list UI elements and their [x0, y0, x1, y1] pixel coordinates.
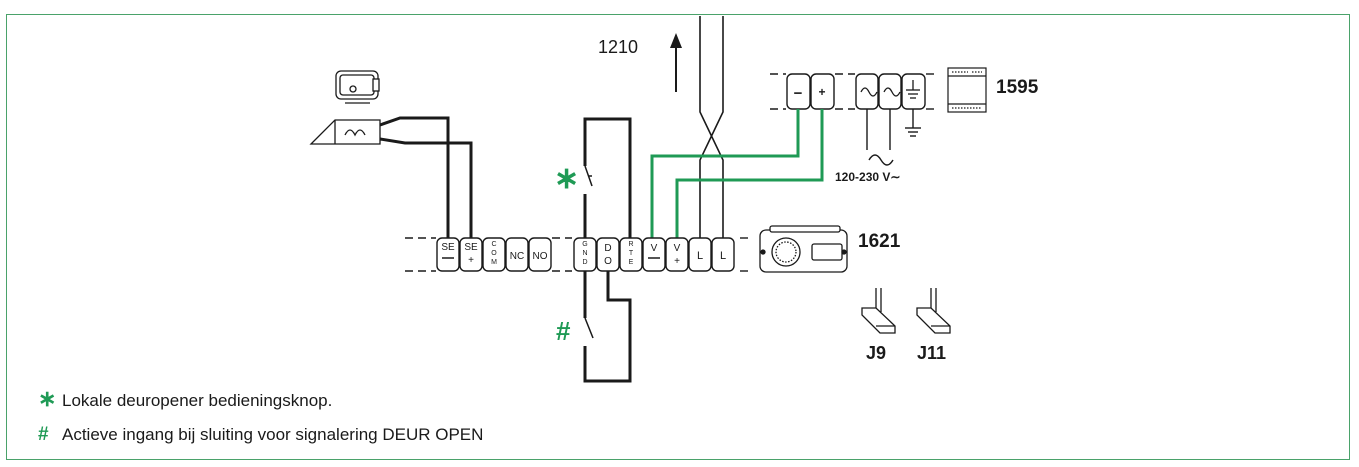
- jumper-1-label: J9: [866, 343, 886, 363]
- jumper-icon: [861, 288, 896, 334]
- terminal-rte: R: [628, 241, 633, 248]
- door-lock-icon: [335, 70, 380, 104]
- hash-icon: #: [38, 424, 49, 445]
- power-dashes: [770, 73, 938, 110]
- jumper-2-label: J11: [917, 343, 946, 363]
- terminal-v-minus: V: [651, 243, 658, 254]
- voltage-label: 120-230 V∼: [835, 170, 900, 184]
- terminal-do: D: [604, 243, 611, 254]
- earth-terminal-icon: [906, 80, 920, 99]
- terminal-v-plus: V: [674, 243, 681, 254]
- terminal-no: NO: [533, 251, 548, 262]
- bus-cable: [699, 16, 724, 238]
- asterisk-marker: ∗: [554, 162, 579, 195]
- lock-coil-icon: [309, 119, 381, 145]
- svg-text:T: T: [629, 250, 634, 257]
- lock-wires: [379, 116, 473, 238]
- power-supply-icon: [947, 67, 987, 113]
- terminal-l2: L: [720, 250, 726, 262]
- power-plus-label: +: [818, 85, 825, 99]
- door-station-icon: [759, 225, 848, 273]
- svg-text:D: D: [582, 259, 587, 266]
- svg-text:+: +: [674, 256, 680, 267]
- svg-text:O: O: [491, 250, 497, 257]
- hash-marker: #: [556, 316, 571, 346]
- svg-text:O: O: [604, 256, 612, 267]
- green-power-wires: [650, 109, 824, 238]
- legend-text-button: Lokale deuropener bedieningsknop.: [62, 391, 333, 410]
- asterisk-icon: ∗: [38, 386, 57, 411]
- rte-switch-icon: [580, 165, 593, 194]
- module-label: 1621: [858, 231, 901, 252]
- power-supply-label: 1595: [996, 77, 1039, 98]
- bus-out-label: 1210: [598, 37, 638, 57]
- mains-lines: [866, 109, 921, 166]
- legend-item-button: ∗ Lokale deuropener bedieningsknop.: [38, 386, 333, 411]
- svg-text:E: E: [629, 259, 634, 266]
- terminal-block-left: [436, 237, 552, 272]
- ac-terminal-icon: [860, 87, 901, 97]
- svg-text:M: M: [491, 259, 497, 266]
- terminal-com: C: [491, 241, 496, 248]
- terminal-block-right: [573, 237, 735, 272]
- power-terminal-block: [786, 73, 926, 110]
- legend-text-door-open: Actieve ingang bij sluiting voor signale…: [62, 425, 484, 444]
- terminal-l1: L: [697, 250, 703, 262]
- svg-text:+: +: [468, 255, 474, 266]
- terminal-se-minus: SE: [441, 242, 455, 253]
- arrow-up-icon: [670, 33, 682, 92]
- terminal-se-plus: SE: [464, 242, 478, 253]
- jumper-icon: [916, 288, 951, 334]
- block-dashes: [405, 237, 752, 272]
- legend-item-door-open: # Actieve ingang bij sluiting voor signal…: [38, 425, 483, 445]
- svg-text:N: N: [582, 250, 587, 257]
- power-minus-label: −: [794, 85, 803, 102]
- do-switch-icon: [580, 317, 594, 346]
- terminal-nc: NC: [510, 251, 524, 262]
- terminal-gnd: G: [582, 241, 587, 248]
- diagram-frame: [6, 14, 1350, 460]
